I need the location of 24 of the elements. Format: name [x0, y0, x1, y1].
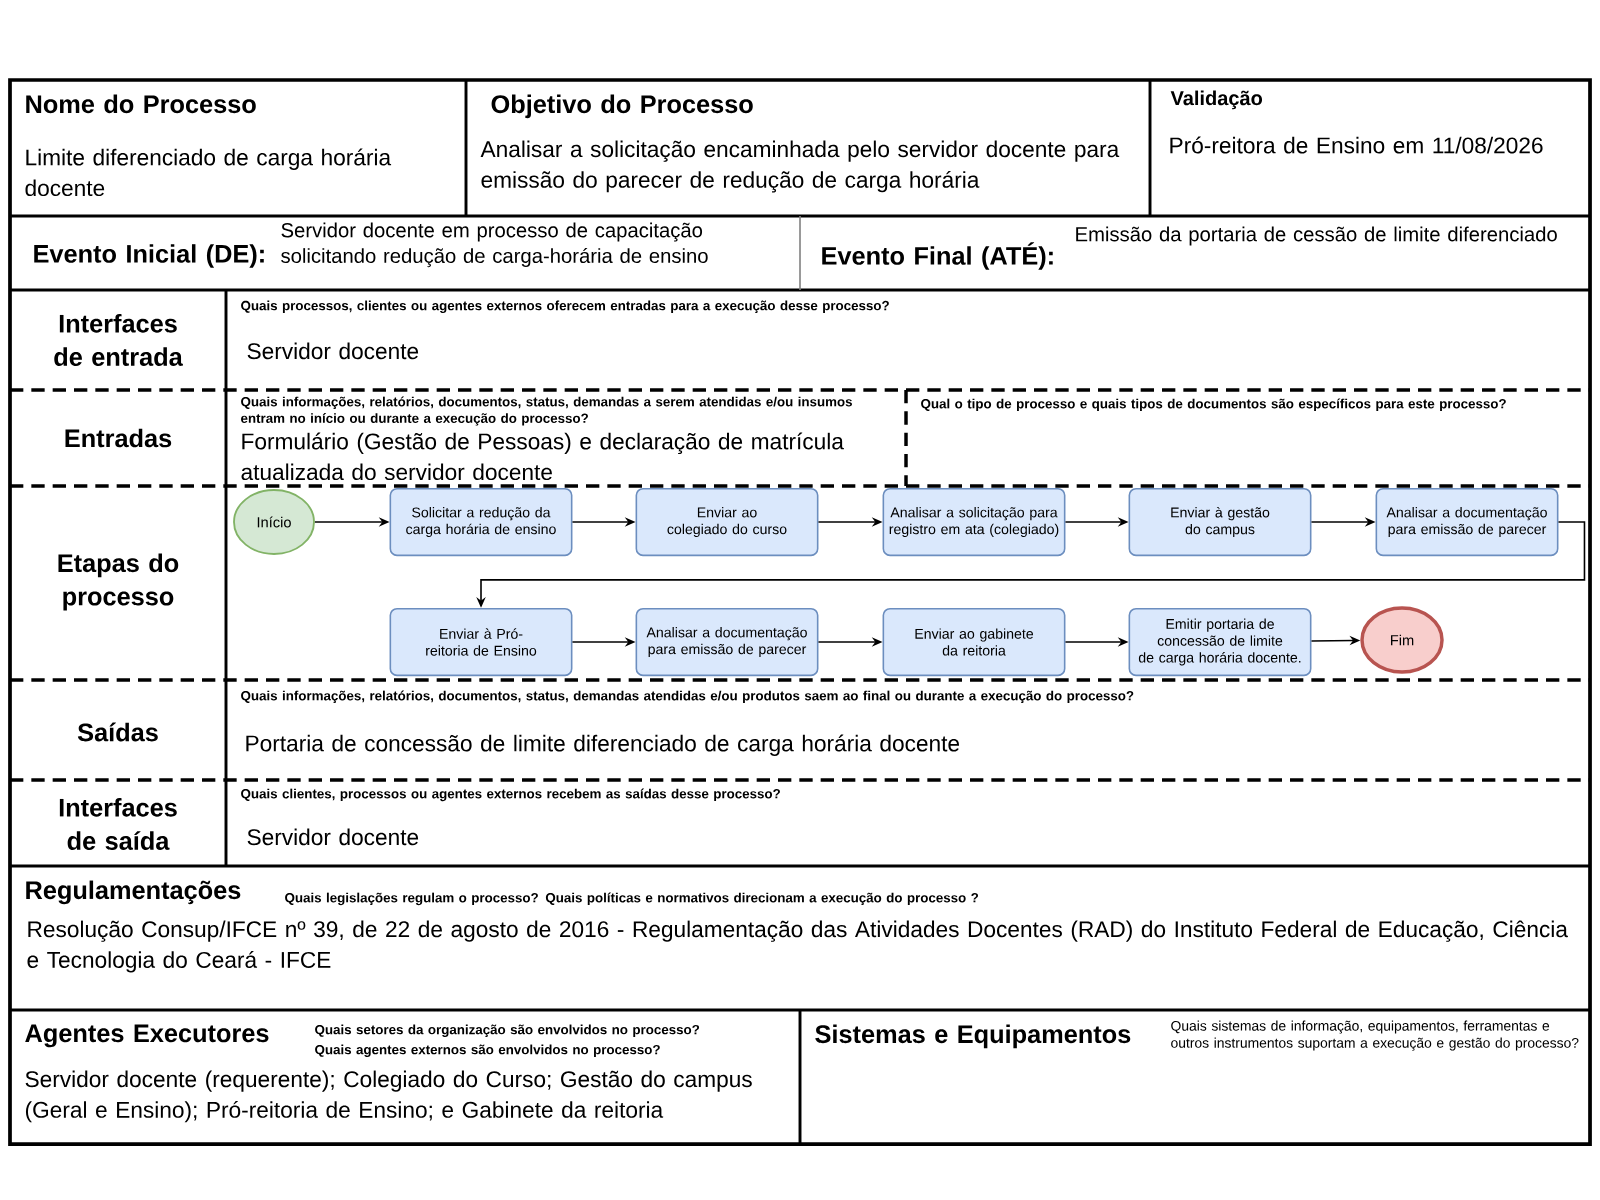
field-value: Resolução Consup/IFCE nº 39, de 22 de agosto de 2016 - Regulamentação das Atividades Docentes (RAD) do Instituto Federal de Educação, Ciência e Tecnologia do Ceará - IFCE	[27, 920, 1568, 973]
field-value: Servidor docente em processo de capacitação solicitando redução de carga-horária de ensino	[281, 222, 708, 268]
field-heading: Evento Final (ATÉ):	[822, 242, 1053, 270]
row-heading: Saídas	[77, 722, 158, 742]
field-value: Analisar a solicitação encaminhada pelo servidor docente para emissão do parecer de redução de carga horária	[480, 140, 1120, 193]
field-heading: Nome do Processo	[26, 94, 256, 114]
field-value: Servidor docente	[247, 342, 419, 360]
field-value: Servidor docente	[247, 828, 419, 846]
section-heading: Agentes Executores	[25, 1024, 269, 1048]
row-heading: Etapas do processo	[58, 553, 179, 611]
section-heading: Sistemas e Equipamentos	[815, 1024, 1131, 1049]
row-heading: Interfaces de saída	[59, 798, 177, 850]
row-heading: Interfaces de entrada	[54, 314, 183, 366]
field-value: Portaria de concessão de limite diferenciado de carga horária docente	[246, 734, 960, 756]
field-value: Limite diferenciado de carga horária docente	[25, 148, 392, 197]
field-value: Formulário (Gestão de Pessoas) e declaração de matrícula atualizada do servidor docente	[241, 432, 844, 481]
field-heading: Objetivo do Processo	[491, 94, 753, 119]
field-heading: Validação	[1170, 90, 1262, 110]
section-heading: Regulamentações	[26, 880, 241, 905]
row-heading: Entradas	[65, 428, 172, 448]
field-value: Emissão da portaria de cessão de limite diferenciado	[1076, 226, 1557, 246]
field-heading: Evento Inicial (DE):	[34, 244, 264, 268]
field-value: Servidor docente (requerente); Colegiado do Curso; Gestão do campus (Geral e Ensino); Pró-reitoria de Ensino; e Gabinete da reitoria	[25, 1070, 752, 1123]
field-value: Pró-reitora de Ensino em 11/08/2026	[1170, 136, 1543, 154]
